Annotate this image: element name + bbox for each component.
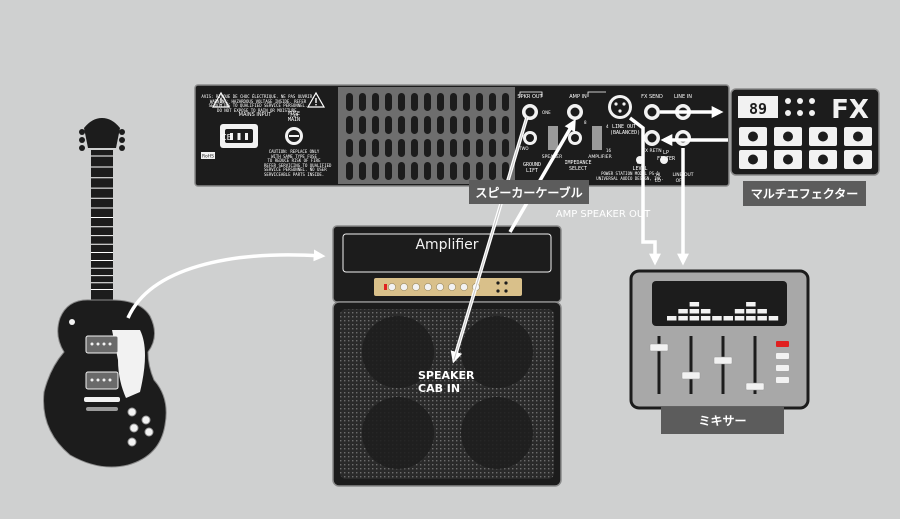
speaker-out-jack-two [523, 131, 537, 145]
line-out-jack [675, 130, 691, 146]
lp-filter-knob [660, 156, 668, 164]
amp-in-jack [567, 104, 583, 120]
ohms-8-label: 8 [584, 120, 587, 125]
line-in-label: LINE IN [674, 94, 692, 100]
fuse-holder-icon [285, 127, 303, 145]
caution-text: CAUTION: REPLACE ONLY WITH SAME TYPE FUS… [264, 149, 332, 177]
speaker-cone [461, 316, 533, 388]
warning-triangle-icon [211, 91, 231, 108]
one-label: ONE [542, 110, 551, 115]
ohms-4-label: 4 [606, 124, 609, 129]
mains-input-label: MAINS INPUT [239, 112, 273, 118]
mixer-label: ミキサー [661, 407, 784, 434]
lp-filter-label: LP FILTER [656, 150, 676, 162]
fx-return-jack [644, 130, 660, 146]
hi-label: HI [656, 172, 661, 178]
power-station-rack-unit [194, 84, 730, 187]
line-out-balanced-label: LINE OUT (BALANCED) [610, 124, 641, 136]
speaker-cab-in-label: SPEAKER CAB IN [418, 369, 475, 395]
fx-button-dots [785, 98, 815, 116]
spkr-out-label: SPKR OUT [517, 94, 543, 100]
fx-retn-label: FX RETN [642, 148, 661, 154]
speaker-section-label: SPEAKER [542, 154, 562, 160]
mains-input-socket [220, 124, 258, 148]
speaker-out-jack-one [522, 104, 538, 120]
impedance-select-label: IMPEDANCE SELECT [564, 160, 592, 172]
cable-line-out-to-mixer [628, 116, 661, 266]
speaker-cable-label: スピーカーケーブル [469, 180, 589, 204]
warning-triangle-icon [306, 91, 326, 108]
impedance-select-switch [548, 126, 602, 150]
warning-text: AVIS: RISQUE DE CHOC ÉLECTRIQUE. NE PAS … [201, 94, 315, 113]
model-text: POWER STATION MODEL PS-1 UNIVERSAL AUDIO… [596, 171, 664, 181]
ventilation-grille [338, 87, 515, 184]
amplifier-head [332, 225, 562, 303]
amp-in-jack-two [568, 131, 582, 145]
off-label: OFF [676, 178, 685, 184]
cable-amp-out-to-amp-in [508, 118, 576, 233]
fx-send-jack [644, 104, 660, 120]
multi-effects-unit [730, 88, 880, 176]
cable-speaker-out-to-cab [450, 116, 529, 364]
speaker-cone [362, 397, 434, 469]
fx-logo: FX [831, 95, 869, 125]
line-out-label: LINE OUT [672, 172, 693, 178]
ce-mark: CE [221, 133, 232, 142]
cable-guitar-to-amp [126, 249, 326, 319]
speaker-cabinet [332, 301, 562, 487]
lo-label: LO [655, 178, 661, 184]
fx-send-label: FX SEND [641, 94, 663, 100]
electric-guitar-icon [43, 118, 167, 468]
amp-in-label: AMP IN [569, 94, 587, 100]
speaker-cone [461, 397, 533, 469]
xlr-line-out-connector [608, 95, 632, 119]
indicator-red [776, 341, 789, 347]
amp-speaker-out-label: AMP SPEAKER OUT [555, 208, 651, 220]
two-label: TWO [518, 146, 529, 151]
rohs-mark: RoHS [202, 154, 214, 160]
fuse-rating-label: T3A [289, 113, 300, 119]
amplifier-section-label: AMPLIFIER [588, 154, 611, 160]
speaker-cone [362, 316, 434, 388]
mixer-console [629, 269, 810, 410]
fx-level-label: FX LEVEL [632, 160, 648, 172]
fx-display-value: 89 [749, 100, 767, 118]
ohms-16-label: 16 [606, 148, 612, 153]
fuse-main-label: FUSE MAIN [287, 111, 301, 123]
multi-fx-label: マルチエフェクター [743, 181, 866, 206]
ground-lift-label: GROUND LIFT [522, 162, 542, 174]
amp-head-title: Amplifier [415, 237, 478, 253]
